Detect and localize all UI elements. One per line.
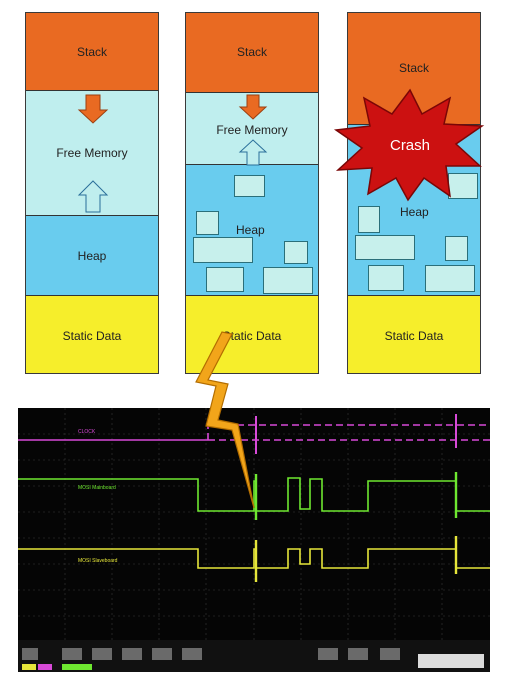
- heap-block: [358, 206, 380, 233]
- heap-block: [234, 175, 265, 197]
- scope-measurement-readouts: [22, 648, 484, 670]
- static-data-region: Static Data: [26, 296, 158, 373]
- static-data-label: Static Data: [384, 328, 444, 343]
- scope-traces: CLOCK MOSI Mainboard MOSI Slaveboard: [18, 408, 490, 672]
- heap-growth-up-arrow: [77, 180, 109, 213]
- growth-arrows: [77, 94, 109, 213]
- memory-column-fragmented: Stack Free Memory Heap Static Data: [185, 12, 319, 374]
- heap-block: [445, 236, 468, 261]
- heap-block: [368, 265, 404, 291]
- stack-growth-down-arrow: [238, 94, 268, 120]
- heap-block: [193, 237, 253, 263]
- mosi-slaveboard-label: MOSI Slaveboard: [78, 558, 118, 564]
- crash-starburst: Crash: [333, 88, 485, 202]
- stack-label: Stack: [236, 45, 267, 59]
- static-data-label: Static Data: [222, 328, 282, 343]
- heap-region: Heap: [26, 216, 158, 296]
- heap-block: [206, 267, 244, 292]
- stack-region: Stack: [186, 13, 318, 93]
- memory-column-normal: Stack Free Memory Heap Static Data: [25, 12, 159, 374]
- free-memory-label: Free Memory: [216, 123, 288, 137]
- heap-block: [448, 173, 478, 199]
- crash-burst-shape: [333, 88, 485, 202]
- stack-growth-down-arrow: [77, 94, 109, 124]
- heap-label: Heap: [400, 205, 429, 219]
- crash-label: Crash: [390, 137, 430, 154]
- stack-label: Stack: [398, 61, 429, 75]
- clock-label: CLOCK: [78, 429, 96, 435]
- stack-region: Stack: [26, 13, 158, 91]
- mosi-mainboard-label: MOSI Mainboard: [78, 485, 116, 491]
- growth-arrows: [238, 94, 268, 166]
- free-memory-label: Free Memory: [56, 146, 128, 160]
- stack-label: Stack: [76, 44, 107, 59]
- heap-block: [425, 265, 475, 292]
- oscilloscope-screen: CLOCK MOSI Mainboard MOSI Slaveboard: [18, 408, 490, 672]
- heap-block: [196, 211, 219, 235]
- heap-block: [355, 235, 415, 260]
- heap-label: Heap: [236, 223, 265, 237]
- static-data-label: Static Data: [62, 328, 122, 343]
- heap-growth-up-arrow: [238, 139, 268, 166]
- static-data-region: Static Data: [348, 296, 480, 373]
- heap-block: [284, 241, 308, 264]
- heap-block: [263, 267, 313, 294]
- mosi-slaveboard-trace: [18, 536, 490, 582]
- lightning-bolt-icon: [195, 331, 255, 509]
- heap-label: Heap: [77, 248, 107, 263]
